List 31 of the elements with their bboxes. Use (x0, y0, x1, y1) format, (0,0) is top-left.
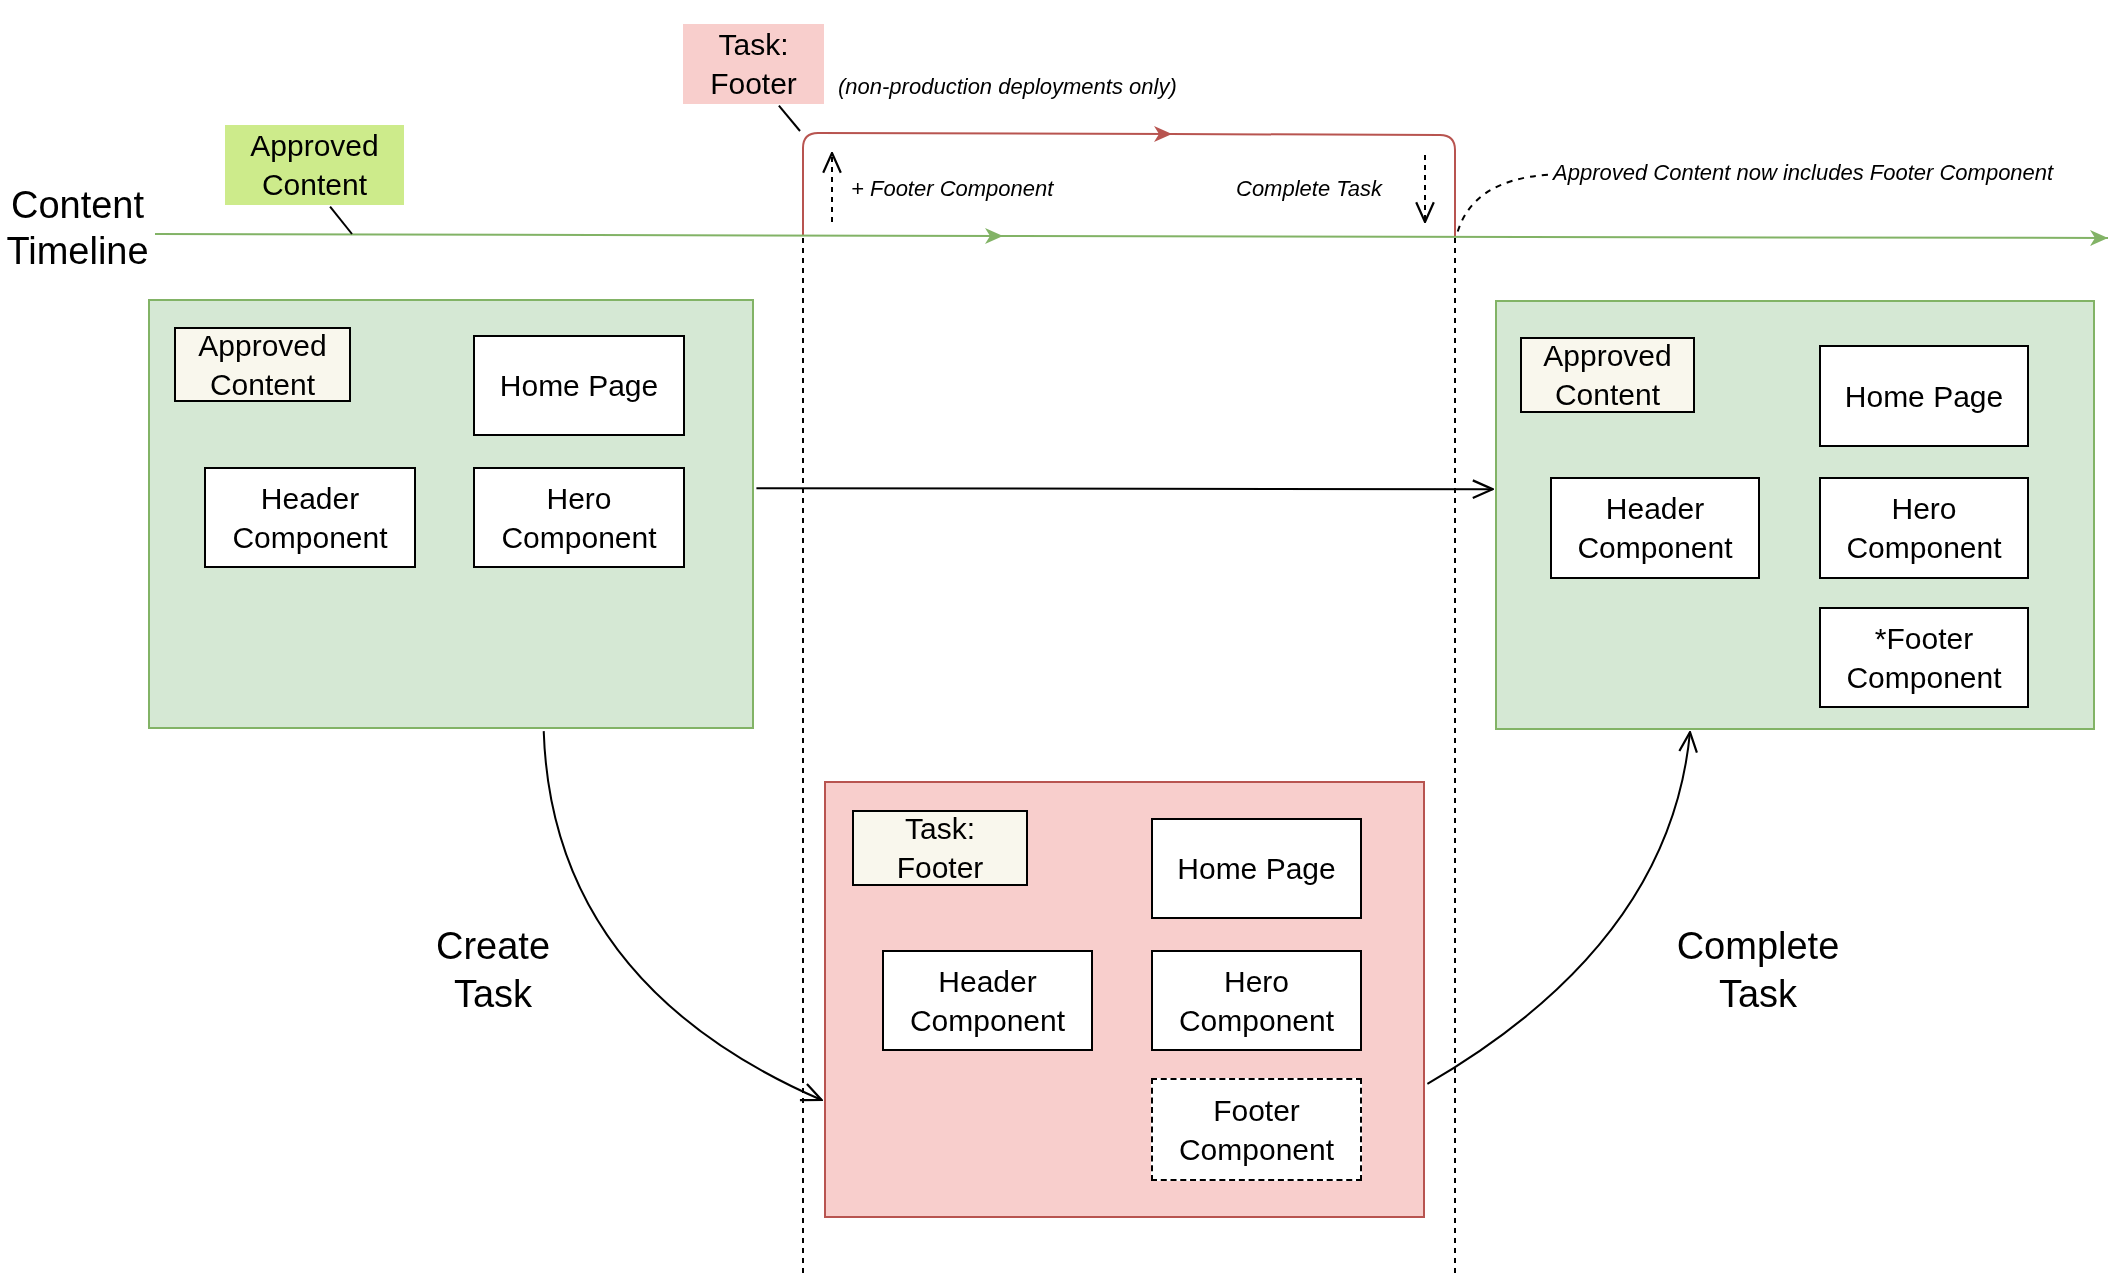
annotation-text: Approved Content now includes Footer Component (1553, 158, 2055, 187)
content-panel (1495, 300, 2095, 730)
leader-line (777, 104, 801, 132)
component-label: Header Component (882, 950, 1093, 1051)
component-label: Footer Component (1151, 1078, 1362, 1181)
component-label: Hero Component (473, 467, 685, 568)
annotation-text: Complete Task (1236, 176, 1382, 202)
content-panel (148, 299, 754, 729)
axis-title: Content Timeline (5, 184, 150, 274)
component-label: Home Page (1151, 818, 1362, 919)
tag-label: Task: Footer (683, 24, 824, 104)
component-label: Header Component (204, 467, 416, 568)
component-label: Hero Component (1151, 950, 1362, 1051)
tag-label: Approved Content (174, 327, 351, 402)
arrow (755, 479, 1494, 500)
component-label: Home Page (473, 335, 685, 436)
component-label: Header Component (1550, 477, 1760, 579)
annotation-text: + Footer Component (851, 176, 1054, 202)
curved-arrow (1426, 731, 1698, 1085)
annotation-text: (non-production deployments only) (838, 74, 1177, 100)
tag-label: Task: Footer (852, 810, 1028, 886)
task-panel (824, 781, 1425, 1218)
leader-line (329, 205, 353, 235)
component-label: Hero Component (1819, 477, 2029, 579)
curved-arrow (542, 730, 823, 1102)
timeline-arrow (154, 228, 2109, 246)
tag-label: Approved Content (225, 125, 404, 205)
tag-label: Approved Content (1520, 337, 1695, 413)
leader-line (1456, 173, 1549, 235)
component-label: *Footer Component (1819, 607, 2029, 708)
component-label: Home Page (1819, 345, 2029, 447)
